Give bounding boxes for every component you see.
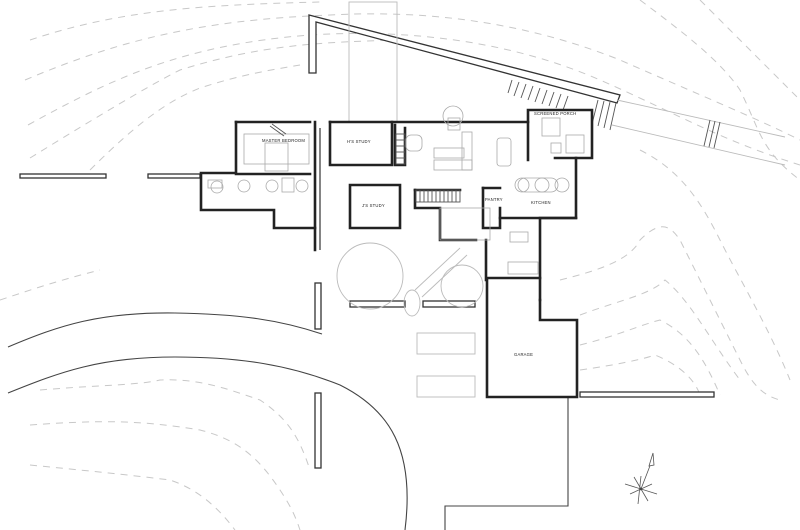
label-master-bedroom: MASTER BEDROOM xyxy=(262,138,306,143)
label-his-study: H'S STUDY xyxy=(347,139,371,144)
driveway xyxy=(7,312,569,530)
terrace-steps xyxy=(507,79,617,131)
terrace-wall xyxy=(308,1,786,166)
north-arrow-icon xyxy=(624,452,658,505)
garden-walls xyxy=(19,173,715,469)
label-pantry: PANTRY xyxy=(485,197,503,202)
label-kitchen: KITCHEN xyxy=(531,200,551,205)
furniture xyxy=(207,105,585,275)
label-js-study: J'S STUDY xyxy=(362,203,385,208)
house-walls xyxy=(199,108,594,399)
label-screened-porch: SCREENED PORCH xyxy=(534,111,577,116)
label-garage: GARAGE xyxy=(514,352,534,357)
